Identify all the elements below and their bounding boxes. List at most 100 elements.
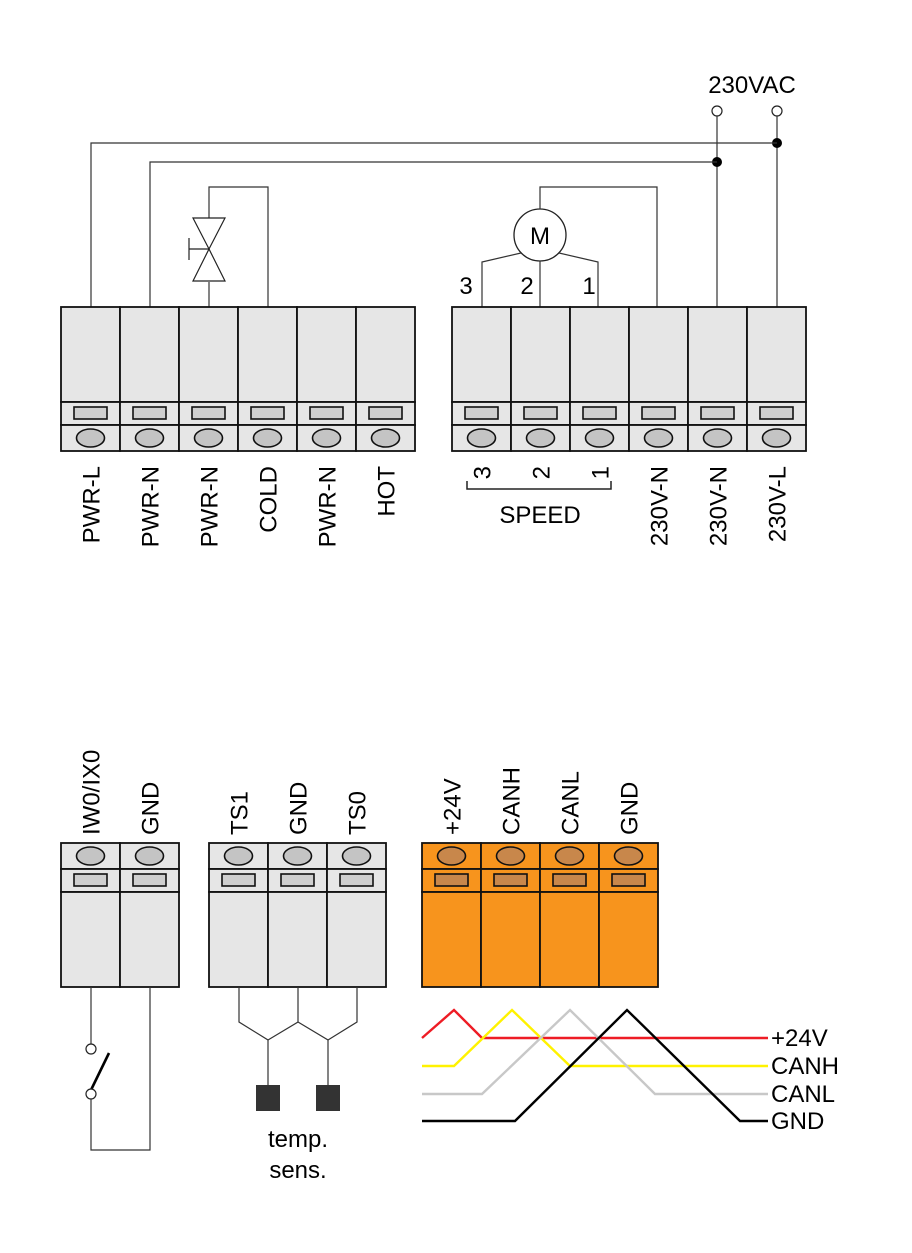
- screw-icon: [75, 846, 106, 866]
- wire-slot-icon: [700, 406, 735, 420]
- fan-supply-terminal-4: [628, 306, 689, 452]
- screw-icon: [525, 428, 556, 448]
- wire-input-return: [90, 987, 151, 1151]
- power-valve-terminal-2: [119, 306, 180, 452]
- terminal-label-pwr-n: PWR-N: [138, 466, 165, 547]
- terminal-label--24v: +24V: [440, 778, 467, 835]
- terminal-label-230v-l: 230V-L: [765, 466, 792, 542]
- terminal-label-pwr-n: PWR-N: [315, 466, 342, 547]
- screw-icon: [193, 428, 224, 448]
- switch-contact-bottom: [85, 1088, 97, 1100]
- power-valve-terminal-6: [355, 306, 416, 452]
- motor-speed-3: 3: [459, 273, 472, 300]
- wire-slot-icon: [132, 873, 167, 887]
- screw-icon: [134, 846, 165, 866]
- wire-slot-icon: [759, 406, 794, 420]
- wire-slot-icon: [464, 406, 499, 420]
- fan-supply-terminal-2: [510, 306, 571, 452]
- temp-sensor-2-icon: [316, 1085, 340, 1111]
- terminal-label-gnd: GND: [138, 782, 165, 835]
- motor-speed-2: 2: [520, 273, 533, 300]
- temp-terminal-1: [208, 842, 269, 988]
- wire-slot-icon: [280, 873, 315, 887]
- screw-icon: [282, 846, 313, 866]
- valve-icon: [188, 217, 226, 282]
- wire-pwr-l: [90, 142, 777, 307]
- wire-slot-icon: [434, 873, 469, 887]
- can-line-gnd: [422, 1008, 768, 1123]
- legend-label-canl: CANL: [771, 1081, 835, 1108]
- terminal-label-iw0-ix0: IW0/IX0: [79, 750, 106, 835]
- terminal-label-gnd: GND: [617, 782, 644, 835]
- screw-icon: [370, 428, 401, 448]
- wire-slot-icon: [132, 406, 167, 420]
- screw-icon: [75, 428, 106, 448]
- switch-icon: [89, 1052, 111, 1091]
- supply-terminal-n: [711, 105, 723, 117]
- can-line-24v: [421, 1008, 768, 1040]
- wire-slot-icon: [309, 406, 344, 420]
- temp-terminal-3: [326, 842, 387, 988]
- screw-icon: [252, 428, 283, 448]
- wire-slot-icon: [250, 406, 285, 420]
- wire-pwr-n: [149, 161, 717, 307]
- terminal-label-pwr-n: PWR-N: [197, 466, 224, 547]
- wire-valve-cold: [208, 186, 269, 307]
- terminal-label-230v-n: 230V-N: [647, 466, 674, 546]
- speed-bracket: SPEED: [466, 481, 612, 529]
- can-bus-legend: +24V CANH CANL GND: [421, 1008, 839, 1135]
- terminal-label-hot: HOT: [374, 466, 401, 517]
- motor-icon: M: [513, 208, 567, 262]
- legend-label-24v: +24V: [771, 1025, 828, 1052]
- screw-icon: [134, 428, 165, 448]
- sensor-label-line1: temp.: [268, 1126, 328, 1153]
- sensor-label-line2: sens.: [269, 1157, 326, 1184]
- wire-slot-icon: [552, 873, 587, 887]
- screw-icon: [223, 846, 254, 866]
- temp-sensor-1-icon: [256, 1085, 280, 1111]
- switch-contact-top: [85, 1043, 97, 1055]
- motor-label: M: [530, 223, 550, 250]
- power-valve-terminal-4: [237, 306, 298, 452]
- wire-slot-icon: [191, 406, 226, 420]
- legend-label-canh: CANH: [771, 1053, 839, 1080]
- speed-label: SPEED: [499, 502, 580, 529]
- terminal-block-input: IW0/IX0 GND: [60, 750, 180, 988]
- wire-speed-3: [481, 252, 522, 307]
- temp-sensor-wiring: temp. sens.: [238, 987, 358, 1184]
- terminal-label-canl: CANL: [558, 771, 585, 835]
- can-terminal-3: [539, 842, 600, 988]
- power-valve-terminal-3: [178, 306, 239, 452]
- wire-ts1: [238, 987, 269, 1085]
- supply-terminal-l: [771, 105, 783, 117]
- screw-icon: [466, 428, 497, 448]
- fan-supply-terminal-3: [569, 306, 630, 452]
- temp-terminal-2: [267, 842, 328, 988]
- screw-icon: [554, 846, 585, 866]
- top-wiring: 230VAC M 3 2 1: [90, 72, 796, 307]
- screw-icon: [341, 846, 372, 866]
- speed-number-1: 1: [588, 466, 615, 479]
- wire-speed-1: [558, 252, 599, 307]
- can-terminal-2: [480, 842, 541, 988]
- legend-label-gnd: GND: [771, 1108, 824, 1135]
- terminal-label-pwr-l: PWR-L: [79, 466, 106, 543]
- fan-supply-terminal-6: [746, 306, 807, 452]
- fan-supply-terminal-5: [687, 306, 748, 452]
- can-line-canh: [422, 1008, 768, 1068]
- screw-icon: [495, 846, 526, 866]
- screw-icon: [643, 428, 674, 448]
- wire-slot-icon: [73, 873, 108, 887]
- terminal-label-230v-n: 230V-N: [706, 466, 733, 546]
- can-line-canl: [422, 1008, 768, 1096]
- wire-slot-icon: [523, 406, 558, 420]
- wire-motor-neutral: [539, 186, 658, 307]
- wire-gnd-b: [297, 1021, 329, 1085]
- wire-slot-icon: [221, 873, 256, 887]
- screw-icon: [436, 846, 467, 866]
- power-valve-terminal-5: [296, 306, 357, 452]
